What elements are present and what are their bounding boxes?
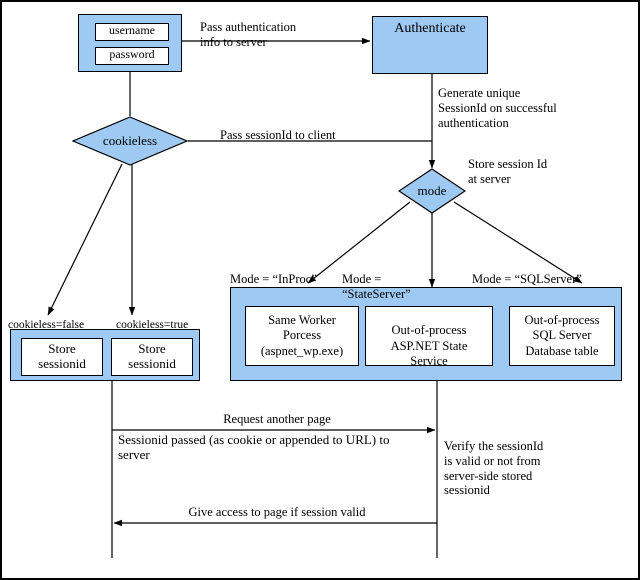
username-field[interactable]: username [95,23,169,41]
server-store-panel: Same Worker Porcess (aspnet_wp.exe) Out-… [230,287,622,381]
label-generate-sessionid: Generate unique SessionId on successful … [438,86,557,130]
cookieless-label: cookieless [102,133,158,148]
label-give-access: Give access to page if session valid [188,505,366,519]
label-request-another-page: Request another page [223,412,331,426]
label-verify-sessionid: Verify the sessionId is valid or not fro… [444,439,544,498]
mode-inproc-box: Same Worker Porcess (aspnet_wp.exe) [245,306,359,366]
client-store-panel: Store sessionid Store sessionid [10,329,200,381]
line-mode-inproc [307,201,411,284]
label-cookieless-true: cookieless=true [116,319,189,331]
label-store-session-at-server: Store session Id at server [468,157,548,186]
authenticate-label: Authenticate [394,21,466,36]
mode-decision: mode [398,168,466,214]
authenticate-box: Authenticate [372,16,488,74]
store-sessionid-left-label: Store sessionid [38,341,86,371]
store-sessionid-right-label: Store sessionid [128,341,176,371]
mode-stateserver-box: Out-of-process ASP.NET State Service (as… [365,306,493,366]
mode-inproc-label: Same Worker Porcess (aspnet_wp.exe) [260,313,344,358]
password-field[interactable]: password [95,47,169,65]
line-cookieless-false [47,163,123,316]
label-sessionid-passed: Sessionid passed (as cookie or appended … [118,432,390,463]
label-mode-stateserver: Mode = “StateServer” [342,272,411,301]
mode-stateserver-label: Out-of-process ASP.NET State Service (as… [390,323,468,366]
line-mode-sqlserver [453,201,583,284]
mode-sqlserver-box: Out-of-process SQL Server Database table [509,306,615,366]
mode-sqlserver-label: Out-of-process SQL Server Database table [524,313,600,358]
label-pass-sessionid-to-client: Pass sessionId to client [220,128,336,142]
label-cookieless-false: cookieless=false [8,319,85,331]
mode-label: mode [417,183,447,198]
cookieless-decision: cookieless [72,116,188,166]
login-box: username password [78,14,182,72]
store-sessionid-left: Store sessionid [21,338,103,376]
label-mode-inproc: Mode = “InProc” [230,272,317,286]
label-pass-authentication: Pass authentication info to server [200,20,297,49]
label-mode-sqlserver: Mode = “SQLServer” [472,272,582,286]
store-sessionid-right: Store sessionid [111,338,193,376]
